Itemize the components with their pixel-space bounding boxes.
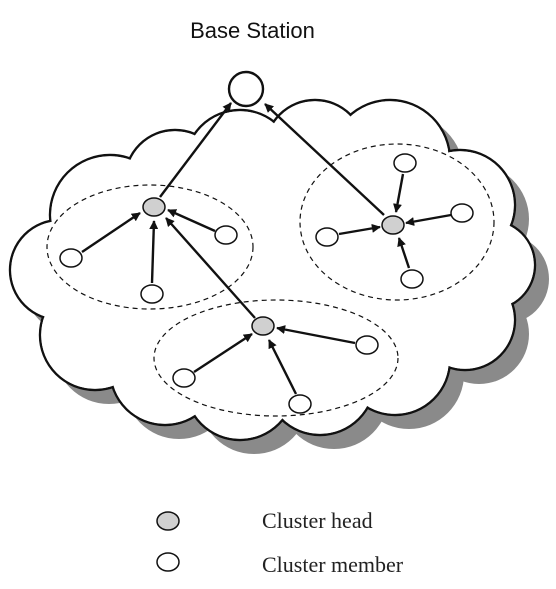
cluster-heads [142, 197, 405, 336]
cluster-head-right [381, 215, 405, 235]
link-right-member-3 [338, 223, 381, 236]
legend-head-symbol [156, 511, 180, 531]
cluster-boundary-bottom [153, 299, 399, 417]
member-right-3 [315, 227, 339, 247]
link-right-member-2 [405, 213, 452, 227]
link-bottom-member-3 [267, 339, 298, 395]
links [81, 102, 452, 395]
legend-member-symbol [156, 552, 180, 572]
base-station-label: Base Station [190, 18, 315, 43]
cluster-head-left [142, 197, 166, 217]
link-bottom-member-1 [193, 332, 253, 374]
link-left-member-1 [81, 212, 141, 253]
legend-head-label: Cluster head [262, 508, 373, 533]
member-left-2 [140, 284, 164, 304]
member-right-2 [450, 203, 474, 223]
cluster-boundaries [46, 143, 495, 417]
member-bottom-1 [172, 368, 196, 388]
cluster-boundary-left [46, 184, 254, 310]
link-right-member-1 [393, 173, 405, 213]
link-left-head-to-base [159, 102, 232, 198]
cluster-head-bottom [251, 316, 275, 336]
member-bottom-3 [288, 394, 312, 414]
link-right-head-to-base [264, 103, 385, 216]
link-bottom-head-to-left-head [165, 217, 256, 319]
member-left-3 [214, 225, 238, 245]
link-left-member-3 [167, 208, 216, 233]
member-bottom-2 [355, 335, 379, 355]
link-bottom-member-2 [276, 325, 356, 345]
base-station-node [227, 70, 265, 108]
cluster-boundary-right [299, 143, 495, 301]
member-right-4 [400, 269, 424, 289]
legend-member-label: Cluster member [262, 552, 404, 577]
cluster-members [59, 153, 474, 414]
member-right-1 [393, 153, 417, 173]
member-left-1 [59, 248, 83, 268]
link-left-member-2 [149, 220, 159, 284]
link-right-member-4 [397, 237, 411, 269]
